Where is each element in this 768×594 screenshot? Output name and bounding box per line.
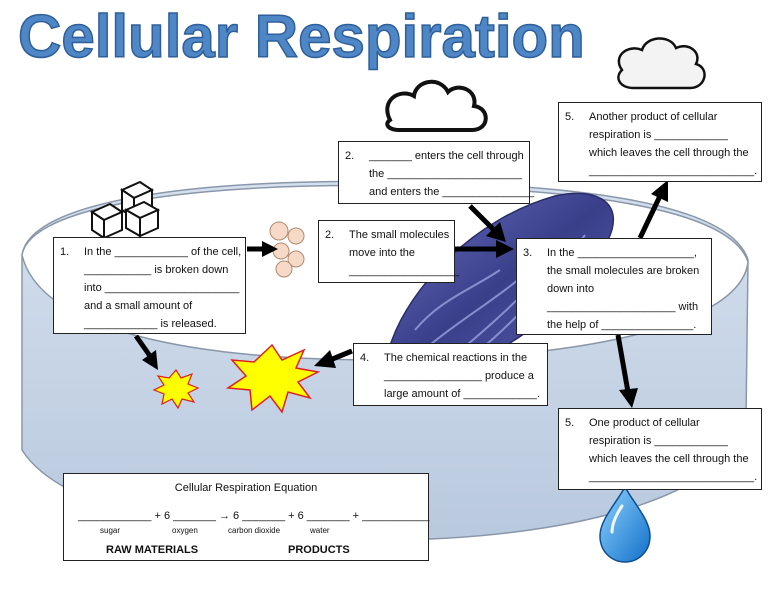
box-line: _____________________ with: [547, 301, 699, 313]
arrow-box3-to-box5bot: [615, 334, 638, 408]
question-number: 1.: [60, 246, 70, 258]
box-line: and a small amount of: [84, 300, 193, 312]
cloud-outline-icon: [385, 80, 488, 132]
box-line: respiration is ____________: [589, 129, 728, 141]
box-line: the small molecules are broken: [547, 265, 700, 277]
label-sugar: sugar: [100, 526, 121, 535]
question-number: 5.: [565, 417, 575, 429]
box-line: In the ____________ of the cell,: [84, 246, 242, 258]
box-line: ___________ is broken down: [84, 264, 229, 276]
box-line: The small molecules: [349, 229, 450, 241]
equation-line: ____________ + 6 _______ → 6 _______ + 6…: [78, 510, 430, 522]
box-line: into ______________________: [84, 282, 240, 294]
question-number: 2.: [325, 229, 335, 241]
box-line: ___________________________.: [589, 471, 758, 483]
question-number: 5.: [565, 111, 575, 123]
box-line: down into: [547, 283, 595, 295]
question-box-5-top: 5. Another product of cellular respirati…: [558, 102, 762, 182]
question-number: 3.: [523, 247, 533, 259]
box-line: and enters the _______________: [369, 186, 535, 198]
box-line: respiration is ____________: [589, 435, 728, 447]
equation-box: Cellular Respiration Equation __________…: [63, 473, 429, 561]
cloud-icon: [617, 37, 706, 90]
question-box-4: 4. The chemical reactions in the _______…: [353, 343, 548, 406]
small-molecules-icon: [269, 221, 305, 278]
label-carbon-dioxide: carbon dioxide: [228, 526, 281, 535]
box-line: large amount of ____________.: [384, 388, 540, 400]
products-heading: PRODUCTS: [288, 544, 350, 556]
energy-burst-icon: [225, 343, 321, 414]
question-box-1: 1. In the ____________ of the cell, ____…: [53, 237, 246, 334]
arrow-box1-to-molecules: [247, 241, 278, 257]
label-oxygen: oxygen: [172, 526, 198, 535]
question-box-2-top: 2. _______ enters the cell through the _…: [338, 141, 535, 204]
box-line: which leaves the cell through the: [589, 147, 749, 159]
box-line: ___________________________.: [589, 165, 758, 177]
page-title: Cellular Respiration: [17, 2, 585, 71]
box-line: The chemical reactions in the: [384, 352, 528, 364]
box-line: Another product of cellular: [589, 111, 718, 123]
arrow-box2-to-box3: [468, 204, 506, 242]
box-line: the ______________________: [369, 168, 522, 180]
water-drop-icon: [599, 485, 651, 563]
question-number: 2.: [345, 150, 355, 162]
arrow-box2b-to-box3: [455, 240, 514, 258]
box-line: __________________: [349, 265, 460, 277]
small-energy-burst-icon: [152, 368, 200, 410]
question-number: 4.: [360, 352, 370, 364]
box-line: ________________ produce a: [384, 370, 534, 382]
equation-title: Cellular Respiration Equation: [174, 482, 318, 494]
arrow-box4-to-burst: [314, 348, 353, 368]
raw-materials-heading: RAW MATERIALS: [106, 544, 199, 556]
box-line: move into the: [349, 247, 416, 259]
arrow-box3-to-box5top: [637, 180, 668, 240]
box-line: One product of cellular: [589, 417, 700, 429]
question-box-3: 3. In the ___________________, the small…: [516, 238, 712, 335]
arrow-box1-to-small-burst: [133, 334, 158, 370]
box-line: the help of _______________.: [547, 319, 697, 331]
box-line: _______ enters the cell through: [369, 150, 524, 162]
arrows: [133, 180, 668, 408]
box-line: which leaves the cell through the: [589, 453, 749, 465]
label-water: water: [310, 526, 330, 535]
question-box-5-bottom: 5. One product of cellular respiration i…: [558, 408, 762, 490]
sugar-cubes-icon: [89, 180, 161, 240]
question-box-2-middle: 2. The small molecules move into the ___…: [318, 220, 460, 283]
box-line: ____________ is released.: [84, 318, 217, 330]
box-line: In the ___________________,: [547, 247, 697, 259]
